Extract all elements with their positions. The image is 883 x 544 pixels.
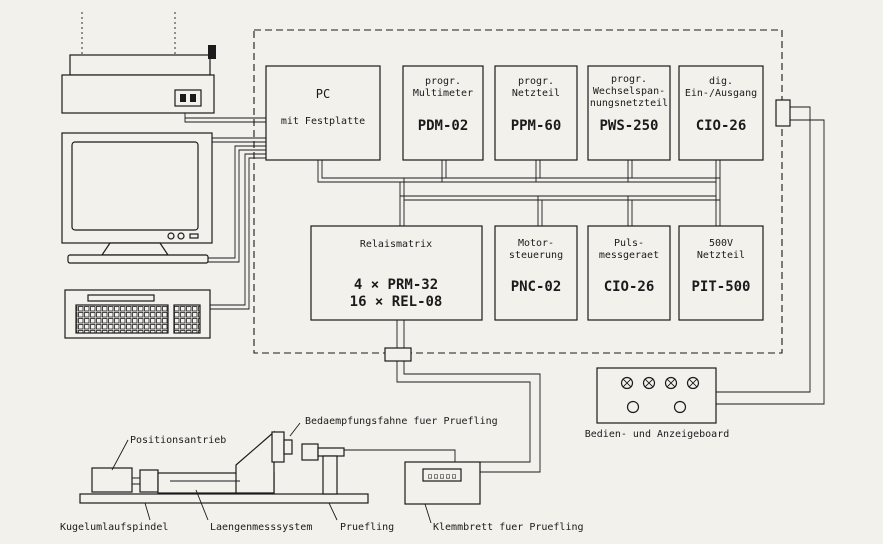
relais-line-2: 16 × REL-08: [350, 294, 443, 310]
puls-model: CIO-26: [604, 279, 655, 295]
relais-title: Relaismatrix: [360, 239, 432, 250]
pws-desc-3: nungsnetzteil: [590, 98, 668, 109]
pdm-desc-2: Multimeter: [413, 88, 473, 99]
pc-title: PC: [316, 87, 330, 101]
netzteil500-model: PIT-500: [691, 279, 750, 295]
cio-io-desc-2: Ein-/Ausgang: [685, 88, 757, 99]
puls-box: Puls- messgeraet CIO-26: [587, 225, 671, 321]
cio-io-box: dig. Ein-/Ausgang CIO-26: [678, 65, 764, 161]
ppm-box: progr. Netzteil PPM-60: [494, 65, 578, 161]
bus-wiring: [317, 160, 721, 226]
pws-desc-1: progr.: [611, 74, 647, 85]
printer: [61, 12, 216, 114]
puls-desc-2: messgeraet: [599, 250, 659, 261]
cio-connector: [775, 99, 791, 127]
crossed-lamp-group: [620, 376, 700, 390]
label-messsystem: Laengenmesssystem: [210, 522, 312, 533]
test-bench: [79, 430, 369, 504]
ppm-desc-1: progr.: [518, 76, 554, 87]
motor-box: Motor- steuerung PNC-02: [494, 225, 578, 321]
system-enclosure: [253, 29, 783, 354]
board-label: Bedien- und Anzeigeboard: [585, 429, 730, 440]
pdm-model: PDM-02: [418, 118, 469, 134]
label-fahne: Bedaempfungsfahne fuer Pruefling: [305, 416, 498, 427]
cio-io-desc-1: dig.: [709, 76, 733, 87]
printer-led-icon: [180, 94, 186, 102]
motor-model: PNC-02: [511, 279, 562, 295]
label-pruefling: Pruefling: [340, 522, 394, 533]
pc-box: PC mit Festplatte: [265, 65, 381, 161]
crossed-lamp-icon: [664, 376, 678, 390]
motor-desc-2: steuerung: [509, 250, 563, 261]
control-board: [596, 367, 717, 424]
label-spindel: Kugelumlaufspindel: [60, 522, 168, 533]
motor-desc-1: Motor-: [518, 238, 554, 249]
cio-io-model: CIO-26: [696, 118, 747, 134]
monitor: [61, 132, 213, 264]
label-positionsantrieb: Positionsantrieb: [130, 435, 226, 446]
crossed-lamp-icon: [620, 376, 634, 390]
terminal-icon: ▫▫▫▫▫: [427, 471, 457, 482]
relais-matrix-box: Relaismatrix 4 × PRM-32 16 × REL-08: [310, 225, 483, 321]
circle-lamp-icon: [673, 400, 687, 414]
pdm-box: progr. Multimeter PDM-02: [402, 65, 484, 161]
pws-desc-2: Wechselspan-: [593, 86, 665, 97]
label-klemmbrett: Klemmbrett fuer Pruefling: [433, 522, 584, 533]
ppm-model: PPM-60: [511, 118, 562, 134]
puls-desc-1: Puls-: [614, 238, 644, 249]
pws-box: progr. Wechselspan- nungsnetzteil PWS-25…: [587, 65, 671, 161]
keyboard: [64, 289, 211, 339]
pws-model: PWS-250: [599, 118, 658, 134]
pc-subtitle: mit Festplatte: [281, 116, 365, 127]
klemmbrett: ▫▫▫▫▫: [404, 461, 481, 505]
pdm-desc-1: progr.: [425, 76, 461, 87]
netzteil500-desc-1: 500V: [709, 238, 733, 249]
netzteil500-desc-2: Netzteil: [697, 250, 745, 261]
netzteil500-box: 500V Netzteil PIT-500: [678, 225, 764, 321]
ppm-desc-2: Netzteil: [512, 88, 560, 99]
crossed-lamp-icon: [642, 376, 656, 390]
circle-lamp-icon: [626, 400, 640, 414]
relais-connector: [384, 347, 412, 362]
relais-line-1: 4 × PRM-32: [354, 277, 438, 293]
crossed-lamp-icon: [686, 376, 700, 390]
